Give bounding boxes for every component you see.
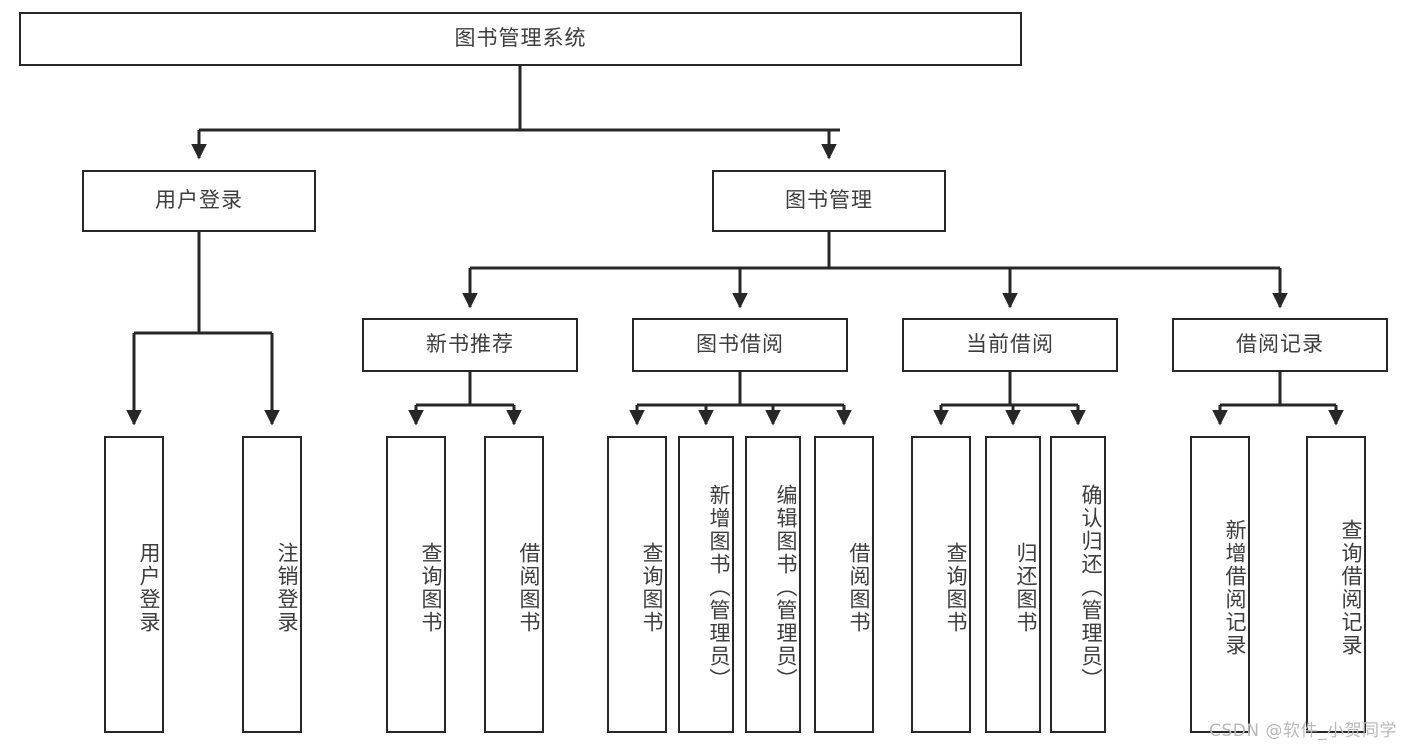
node-label: 注销登录 [275, 541, 299, 634]
node-label: 借阅图书 [517, 541, 541, 634]
node-label: 查询图书 [944, 541, 968, 634]
node-label: 用户登录 [155, 188, 243, 213]
leaf-borrow-book-recommend[interactable]: 借阅图书 [484, 436, 544, 733]
node-user-login[interactable]: 用户登录 [82, 170, 316, 232]
node-label: 归还图书 [1014, 541, 1038, 634]
node-label: 用户登录 [137, 541, 161, 634]
node-label: 查询借阅记录 [1339, 518, 1363, 657]
leaf-query-book-recommend[interactable]: 查询图书 [386, 436, 446, 733]
node-label: 编辑图书（管理员） [774, 484, 798, 691]
leaf-add-borrow-record[interactable]: 新增借阅记录 [1190, 436, 1250, 733]
node-label: 图书管理 [785, 188, 873, 213]
node-label: 新增借阅记录 [1223, 518, 1247, 657]
node-root[interactable]: 图书管理系统 [19, 12, 1022, 66]
leaf-add-book-admin[interactable]: 新增图书（管理员） [678, 436, 734, 733]
node-label: 借阅记录 [1236, 332, 1324, 357]
node-label: 图书借阅 [696, 332, 784, 357]
node-label: 借阅图书 [847, 541, 871, 634]
node-label: 当前借阅 [966, 332, 1054, 357]
leaf-confirm-return-admin[interactable]: 确认归还（管理员） [1050, 436, 1106, 733]
node-root-label: 图书管理系统 [454, 26, 587, 51]
node-current-borrow[interactable]: 当前借阅 [902, 318, 1118, 372]
node-label: 查询图书 [419, 541, 443, 634]
node-book-borrow[interactable]: 图书借阅 [632, 318, 848, 372]
leaf-query-book-borrow[interactable]: 查询图书 [607, 436, 667, 733]
leaf-logout[interactable]: 注销登录 [242, 436, 302, 733]
node-label: 新书推荐 [426, 332, 514, 357]
node-borrow-record[interactable]: 借阅记录 [1172, 318, 1388, 372]
leaf-return-book[interactable]: 归还图书 [985, 436, 1041, 733]
leaf-query-borrow-record[interactable]: 查询借阅记录 [1306, 436, 1366, 733]
leaf-user-login[interactable]: 用户登录 [104, 436, 164, 733]
leaf-borrow-book[interactable]: 借阅图书 [814, 436, 874, 733]
node-label: 新增图书（管理员） [707, 484, 731, 691]
csdn-watermark: CSDN @软件_小贺同学 [1209, 721, 1397, 741]
node-new-book-recommend[interactable]: 新书推荐 [362, 318, 578, 372]
leaf-edit-book-admin[interactable]: 编辑图书（管理员） [745, 436, 801, 733]
node-book-management[interactable]: 图书管理 [712, 170, 946, 232]
node-label: 确认归还（管理员） [1079, 484, 1103, 691]
node-label: 查询图书 [640, 541, 664, 634]
leaf-query-book-current[interactable]: 查询图书 [911, 436, 971, 733]
